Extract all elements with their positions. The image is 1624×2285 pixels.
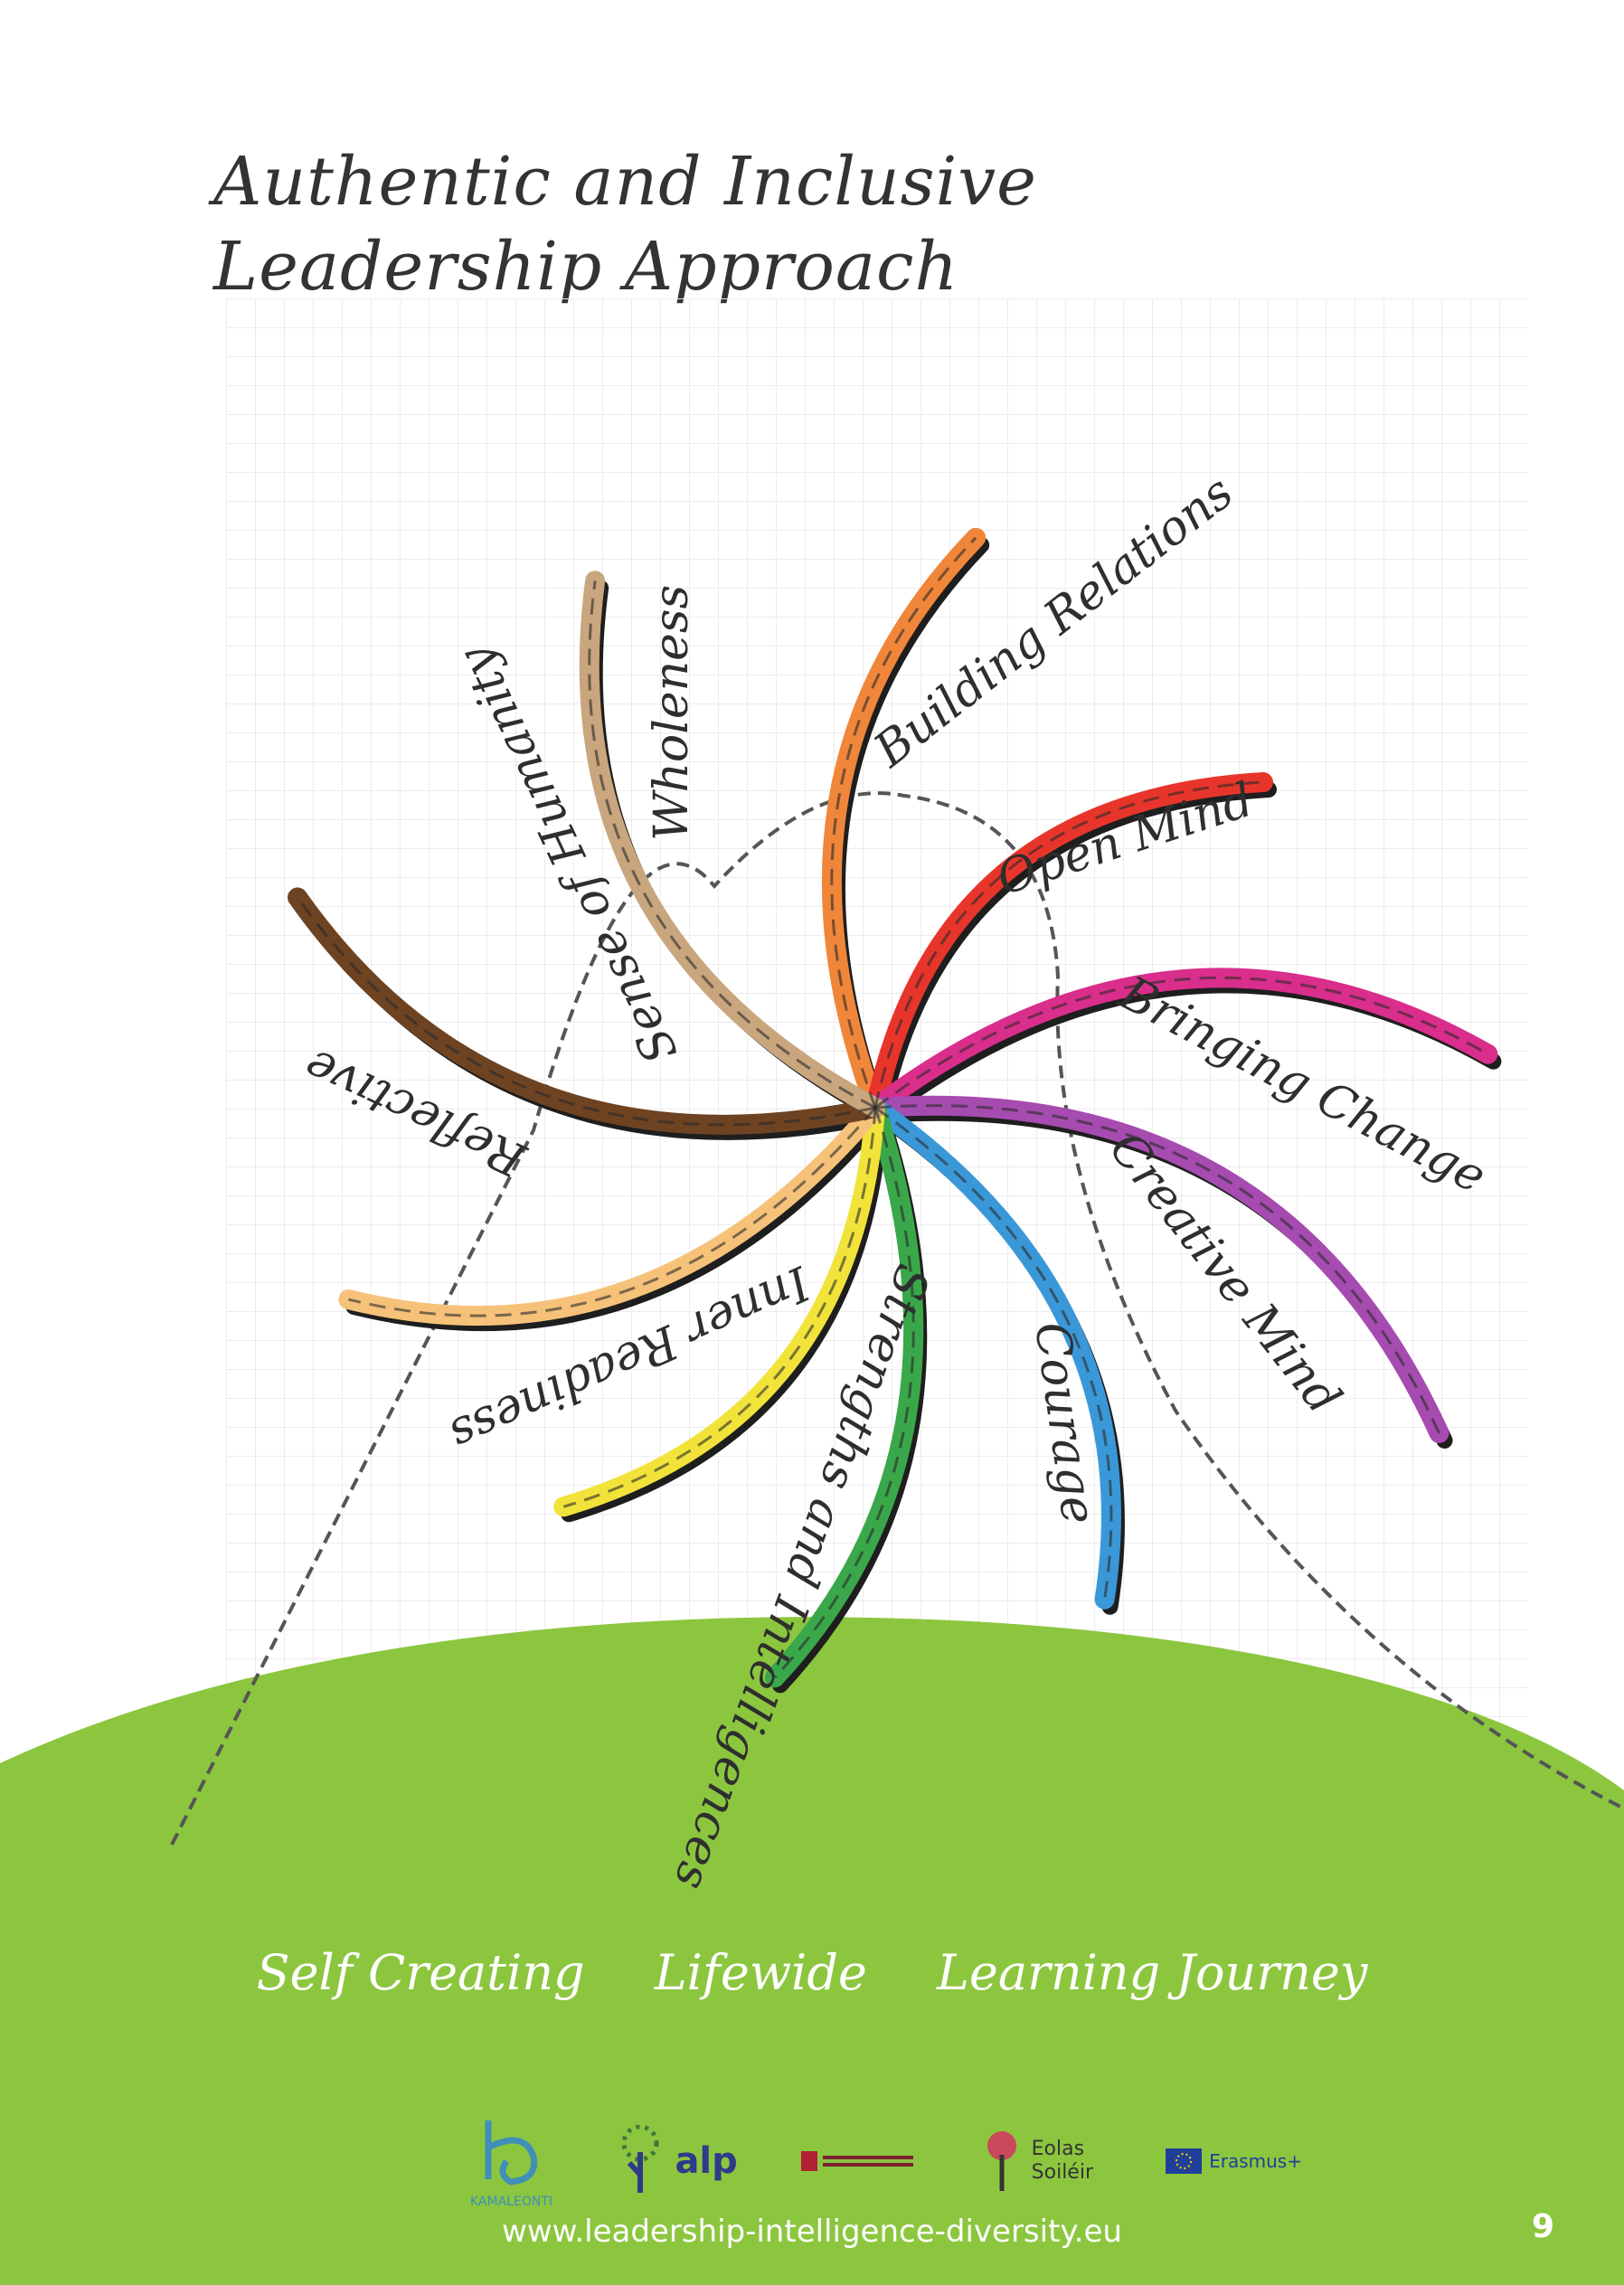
petal-texture <box>874 976 1489 1109</box>
tree-dots-icon <box>621 2125 659 2193</box>
tagline-part-1: Self Creating <box>256 1944 585 2001</box>
erasmus-text: Erasmus+ <box>1209 2150 1302 2172</box>
green-hill <box>0 1617 1624 2285</box>
petal-texture <box>874 1106 1113 1600</box>
tagline-part-2: Lifewide <box>654 1944 867 2001</box>
petal-texture <box>348 1107 877 1317</box>
petal-texture <box>562 1107 877 1508</box>
petal-group <box>288 527 1502 1694</box>
petal-texture <box>874 1104 1440 1434</box>
label-wholeness: Wholeness <box>645 585 699 841</box>
tagline: Self Creating Lifewide Learning Journey <box>0 1944 1624 2001</box>
guide-line <box>170 791 1624 1846</box>
crest-icon <box>801 2151 914 2171</box>
eolas-soileir-logo: Eolas Soiléir <box>979 2129 1104 2193</box>
erasmus-logo: Erasmus+ <box>1166 2148 1302 2174</box>
label-open-mind: Open Mind <box>990 773 1260 907</box>
petal-texture <box>873 780 1264 1109</box>
petal-texture <box>773 1107 915 1679</box>
alp-logo: alp <box>613 2125 738 2197</box>
page-title-line-1: Authentic and Inclusive <box>213 143 1037 221</box>
svg-text:KAMALEONTE: KAMALEONTE <box>470 2195 552 2209</box>
petal-texture <box>296 896 876 1127</box>
alp-logo-text: alp <box>675 2140 738 2182</box>
page-title-line-2: Leadership Approach <box>213 228 959 306</box>
page-number: 9 <box>1532 2208 1555 2245</box>
hill-shape <box>0 1617 1624 2285</box>
eolas-soileir-text: Eolas Soiléir <box>1031 2138 1093 2184</box>
university-limerick-logo <box>799 2148 917 2175</box>
label-reflective: Reflective <box>297 1037 535 1187</box>
leadership-pinwheel-diagram: Wholeness Building Relations Open Mind B… <box>170 466 1624 1897</box>
partner-logos: KAMALEONTE alp Eolas Soiléir <box>470 2107 1302 2215</box>
kamaleonte-logo: KAMALEONTE <box>470 2111 552 2211</box>
website-url[interactable]: www.leadership-intelligence-diversity.eu <box>502 2214 1122 2250</box>
petal-texture <box>588 581 876 1109</box>
eu-flag-icon <box>1166 2148 1203 2174</box>
petal-texture <box>830 536 977 1109</box>
tagline-part-3: Learning Journey <box>937 1944 1368 2001</box>
chameleon-icon: KAMALEONTE <box>470 2120 552 2209</box>
blossom-tree-icon <box>987 2131 1016 2191</box>
